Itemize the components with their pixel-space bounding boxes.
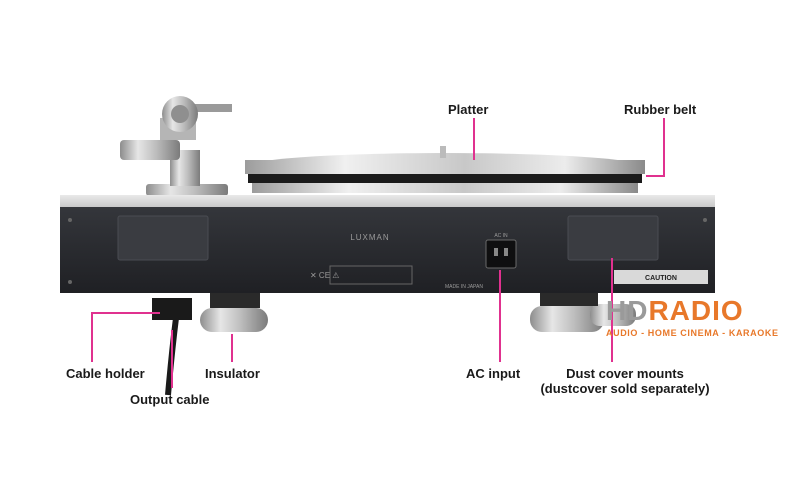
tonearm xyxy=(120,96,232,196)
insulator-right xyxy=(530,306,604,332)
top-plate xyxy=(60,195,715,207)
watermark-tagline: AUDIO - HOME CINEMA - KARAOKE xyxy=(606,328,779,338)
ac-panel-label: AC IN xyxy=(494,233,508,239)
left-dust-cover-mount xyxy=(117,215,209,261)
hdradio-watermark: HDRADIO AUDIO - HOME CINEMA - KARAOKE xyxy=(606,296,790,348)
watermark-hd: HD xyxy=(606,295,649,326)
insulator-left xyxy=(200,308,268,332)
leader-rubber-belt xyxy=(646,118,665,177)
ac-input-socket xyxy=(485,239,517,269)
insulators xyxy=(200,293,636,332)
label-rubber-belt: Rubber belt xyxy=(624,102,697,117)
made-in-text: MADE IN JAPAN xyxy=(445,284,483,290)
label-dust-cover-line1: Dust cover mounts xyxy=(566,366,684,381)
rubber-belt xyxy=(248,174,642,183)
right-dust-cover-mount xyxy=(567,215,659,261)
platter xyxy=(245,146,645,193)
label-output-cable: Output cable xyxy=(130,392,210,407)
leader-cable-holder xyxy=(91,312,160,362)
rear-panel: CAUTION LUXMAN MADE IN JAPAN ✕ CE ⚠ AC I… xyxy=(60,207,715,293)
caution-sticker xyxy=(614,270,708,284)
spindle xyxy=(440,146,446,158)
label-platter: Platter xyxy=(448,102,489,117)
label-cable-holder: Cable holder xyxy=(66,366,145,381)
brand-text: LUXMAN xyxy=(350,233,389,242)
caution-text: CAUTION xyxy=(645,275,677,282)
watermark-logo: HDRADIO xyxy=(606,296,790,326)
leader-lines xyxy=(91,118,665,388)
label-ac-input: AC input xyxy=(466,366,521,381)
label-insulator: Insulator xyxy=(205,366,260,381)
label-dust-cover-line2: (dustcover sold separately) xyxy=(540,381,710,396)
ce-marks-text: ✕ CE ⚠ xyxy=(310,271,339,280)
label-dust-cover-mounts: Dust cover mounts (dustcover sold separa… xyxy=(540,366,710,396)
watermark-radio: RADIO xyxy=(648,295,744,326)
